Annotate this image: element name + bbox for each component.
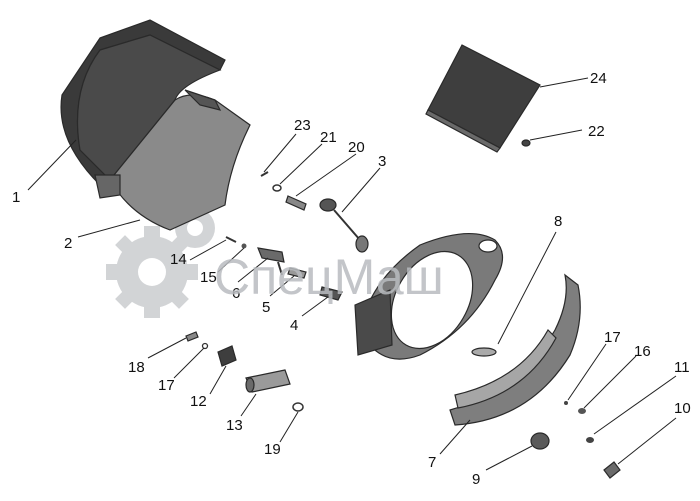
- clip-5: [287, 267, 307, 279]
- pin-18: [185, 331, 199, 342]
- rivet-22: [521, 139, 531, 147]
- callout-2: 2: [64, 235, 72, 252]
- callout-11: 11: [674, 359, 690, 376]
- callout-16: 16: [634, 343, 651, 360]
- callout-5: 5: [262, 299, 270, 316]
- nut-10: [603, 461, 621, 479]
- washer-17: [201, 342, 209, 350]
- callout-7: 7: [428, 454, 436, 471]
- callout-18: 18: [128, 359, 145, 376]
- callout-3: 3: [378, 153, 386, 170]
- callout-24: 24: [590, 70, 607, 87]
- leader-lines: [27, 77, 677, 471]
- callout-6: 6: [232, 285, 240, 302]
- callout-4: 4: [290, 317, 298, 334]
- callout-14: 14: [170, 251, 187, 268]
- callout-8: 8: [554, 213, 562, 230]
- callout-17-left: 17: [158, 377, 175, 394]
- axle-13: [245, 369, 291, 393]
- callout-19: 19: [264, 441, 281, 458]
- spring-pin-15: [241, 243, 247, 249]
- washer-21: [272, 184, 282, 192]
- pin-14: [225, 236, 237, 243]
- callout-12: 12: [190, 393, 207, 410]
- lining-pad: [425, 44, 541, 153]
- callout-1: 1: [12, 189, 20, 206]
- callout-17-right: 17: [604, 329, 621, 346]
- pin-8: [471, 347, 497, 357]
- cam-4: [319, 286, 343, 301]
- callout-22: 22: [588, 123, 605, 140]
- callout-13: 13: [226, 417, 243, 434]
- callout-9: 9: [472, 471, 480, 488]
- callout-20: 20: [348, 139, 365, 156]
- brake-shoe-7: [449, 273, 581, 426]
- rod-end-3: [319, 198, 369, 253]
- callout-21: 21: [320, 129, 337, 146]
- small-pin-23: [260, 171, 269, 177]
- washer-19: [292, 402, 304, 412]
- watermark-text: СпецМаш: [214, 249, 444, 305]
- washer-16: [578, 408, 586, 414]
- callout-23: 23: [294, 117, 311, 134]
- callout-10: 10: [674, 400, 691, 417]
- pin-20: [285, 195, 307, 211]
- block-12: [217, 345, 237, 367]
- anchor-plate: [354, 232, 504, 360]
- brake-shoe-with-lining: [60, 19, 251, 231]
- nut-11: [586, 437, 594, 443]
- pin-17-right: [564, 401, 568, 405]
- plug-9: [530, 432, 550, 450]
- lever-6: [257, 247, 285, 276]
- watermark-gear-icon: [106, 208, 215, 318]
- callout-15: 15: [200, 269, 217, 286]
- callout-labels: 1 2 3 4 5 6 7 8 9 10 11 12 13 14 15 16 1…: [12, 70, 691, 488]
